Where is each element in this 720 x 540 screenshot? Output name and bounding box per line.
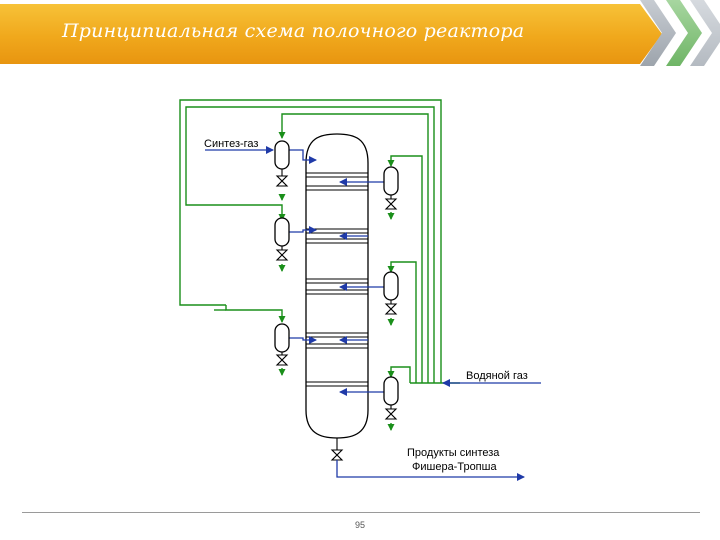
page-number: 95 bbox=[354, 520, 365, 530]
valve-right-1 bbox=[384, 198, 398, 210]
green-line-left-2 bbox=[185, 106, 435, 383]
right-outlet-arrows bbox=[339, 178, 385, 396]
green-line-left-1 bbox=[278, 113, 429, 383]
green-line-right-2 bbox=[387, 261, 417, 383]
reactor-shelves bbox=[306, 172, 368, 387]
label-products-line1: Продукты синтеза bbox=[407, 447, 500, 459]
green-line-right-3 bbox=[387, 366, 411, 383]
products-outlet: Продукты синтеза Фишера-Тропша bbox=[336, 447, 525, 481]
footer-divider bbox=[22, 512, 700, 513]
label-synthesis-gas: Синтез-газ bbox=[204, 138, 258, 150]
valves bbox=[275, 169, 398, 461]
green-line-outer bbox=[179, 99, 442, 383]
valve-outlets bbox=[278, 194, 395, 431]
green-line-left-3 bbox=[225, 305, 286, 323]
water-gas-lines bbox=[179, 99, 460, 384]
left-heater-1 bbox=[274, 140, 290, 170]
right-heater-1 bbox=[383, 166, 399, 196]
water-gas-feed: Водяной газ bbox=[442, 370, 541, 387]
valve-left-1 bbox=[275, 175, 289, 187]
right-heater-3 bbox=[383, 376, 399, 406]
left-heater-3 bbox=[274, 323, 290, 353]
green-line-right-1 bbox=[387, 155, 423, 383]
valve-left-3 bbox=[275, 354, 289, 366]
synthesis-gas-feed: Синтез-газ bbox=[204, 138, 274, 154]
valve-right-3 bbox=[384, 408, 398, 420]
label-water-gas: Водяной газ bbox=[466, 370, 528, 382]
left-inlet-arrows bbox=[289, 149, 317, 344]
label-products-line2: Фишера-Тропша bbox=[412, 461, 497, 473]
title-banner bbox=[0, 4, 662, 64]
reactor-column bbox=[305, 133, 369, 439]
left-heaters bbox=[274, 140, 290, 353]
slide-title: Принципиальная схема полочного реактора bbox=[62, 20, 525, 42]
left-heater-2 bbox=[274, 217, 290, 247]
valve-product bbox=[330, 449, 344, 461]
right-heaters bbox=[383, 166, 399, 406]
right-heater-2 bbox=[383, 271, 399, 301]
valve-right-2 bbox=[384, 303, 398, 315]
valve-left-2 bbox=[275, 249, 289, 261]
